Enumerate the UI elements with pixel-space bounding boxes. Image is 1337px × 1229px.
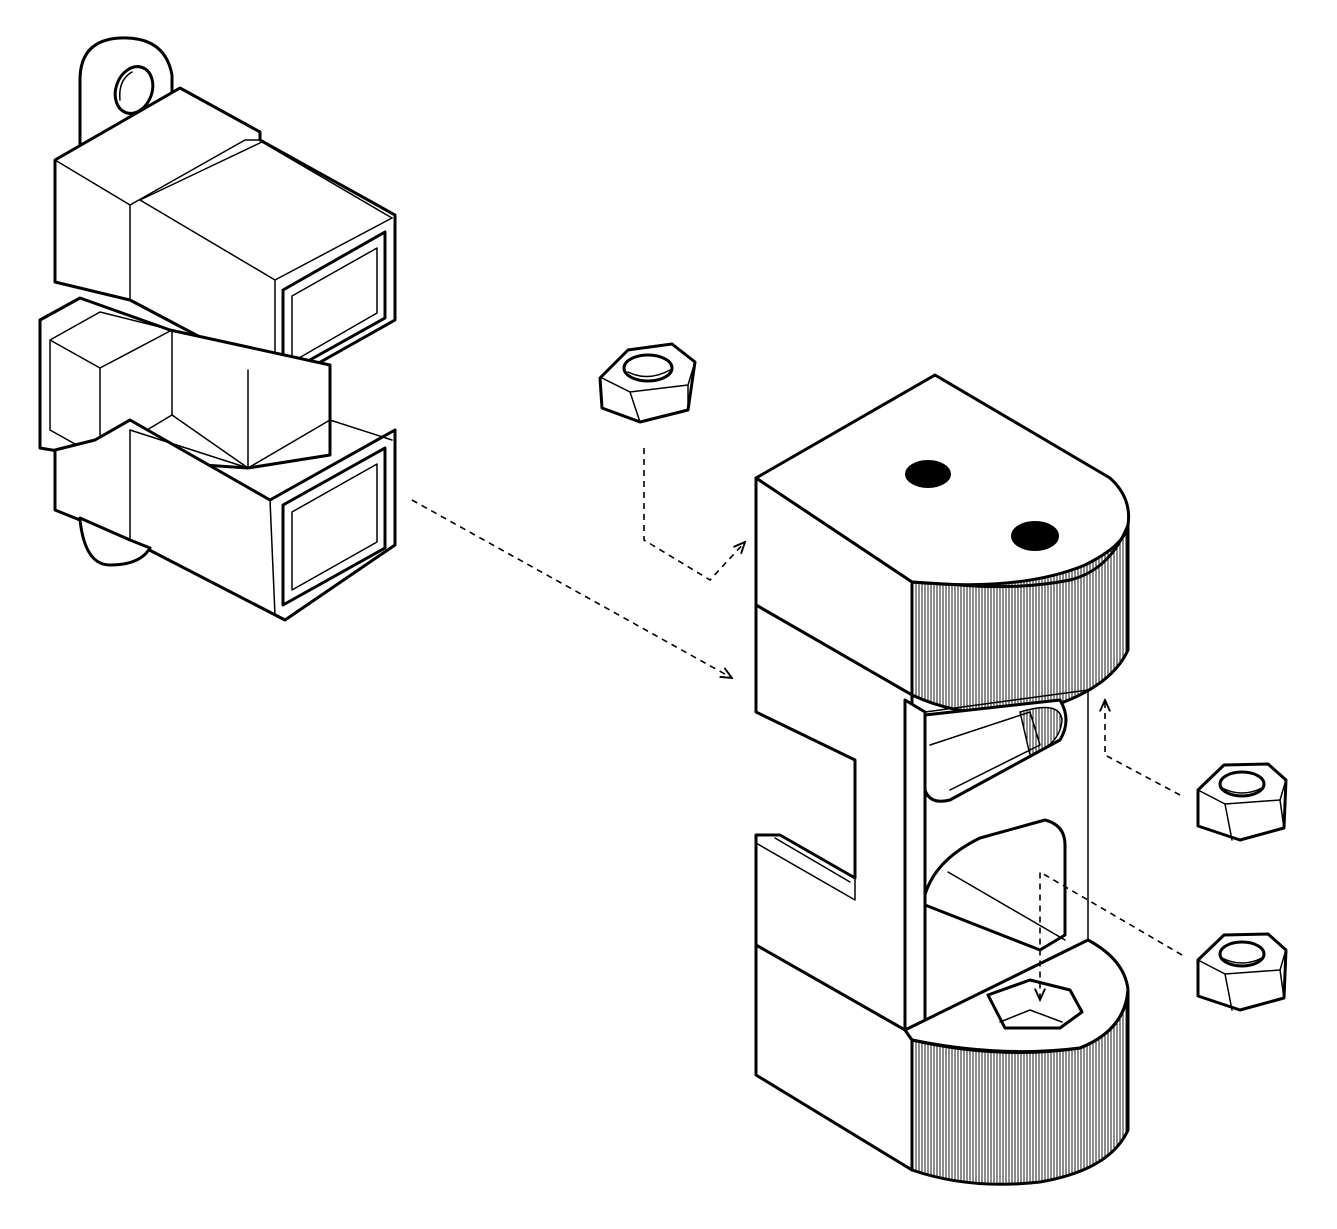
hex-nut-right-1 (1196, 762, 1288, 842)
mounting-hole-icon (1011, 521, 1059, 551)
bracket-clip (38, 36, 397, 622)
arrow-top-nut (643, 448, 745, 582)
hex-nut-top (598, 342, 697, 424)
arrow-right-nut-1 (1105, 700, 1181, 796)
hinge-block (754, 373, 1131, 1186)
mounting-hole-icon (905, 460, 951, 488)
hex-pocket-icon (986, 978, 1084, 1030)
assembly-arrows (411, 448, 1183, 1000)
arrow-bracket-to-block (411, 499, 732, 678)
hex-nut-right-2 (1196, 932, 1288, 1012)
